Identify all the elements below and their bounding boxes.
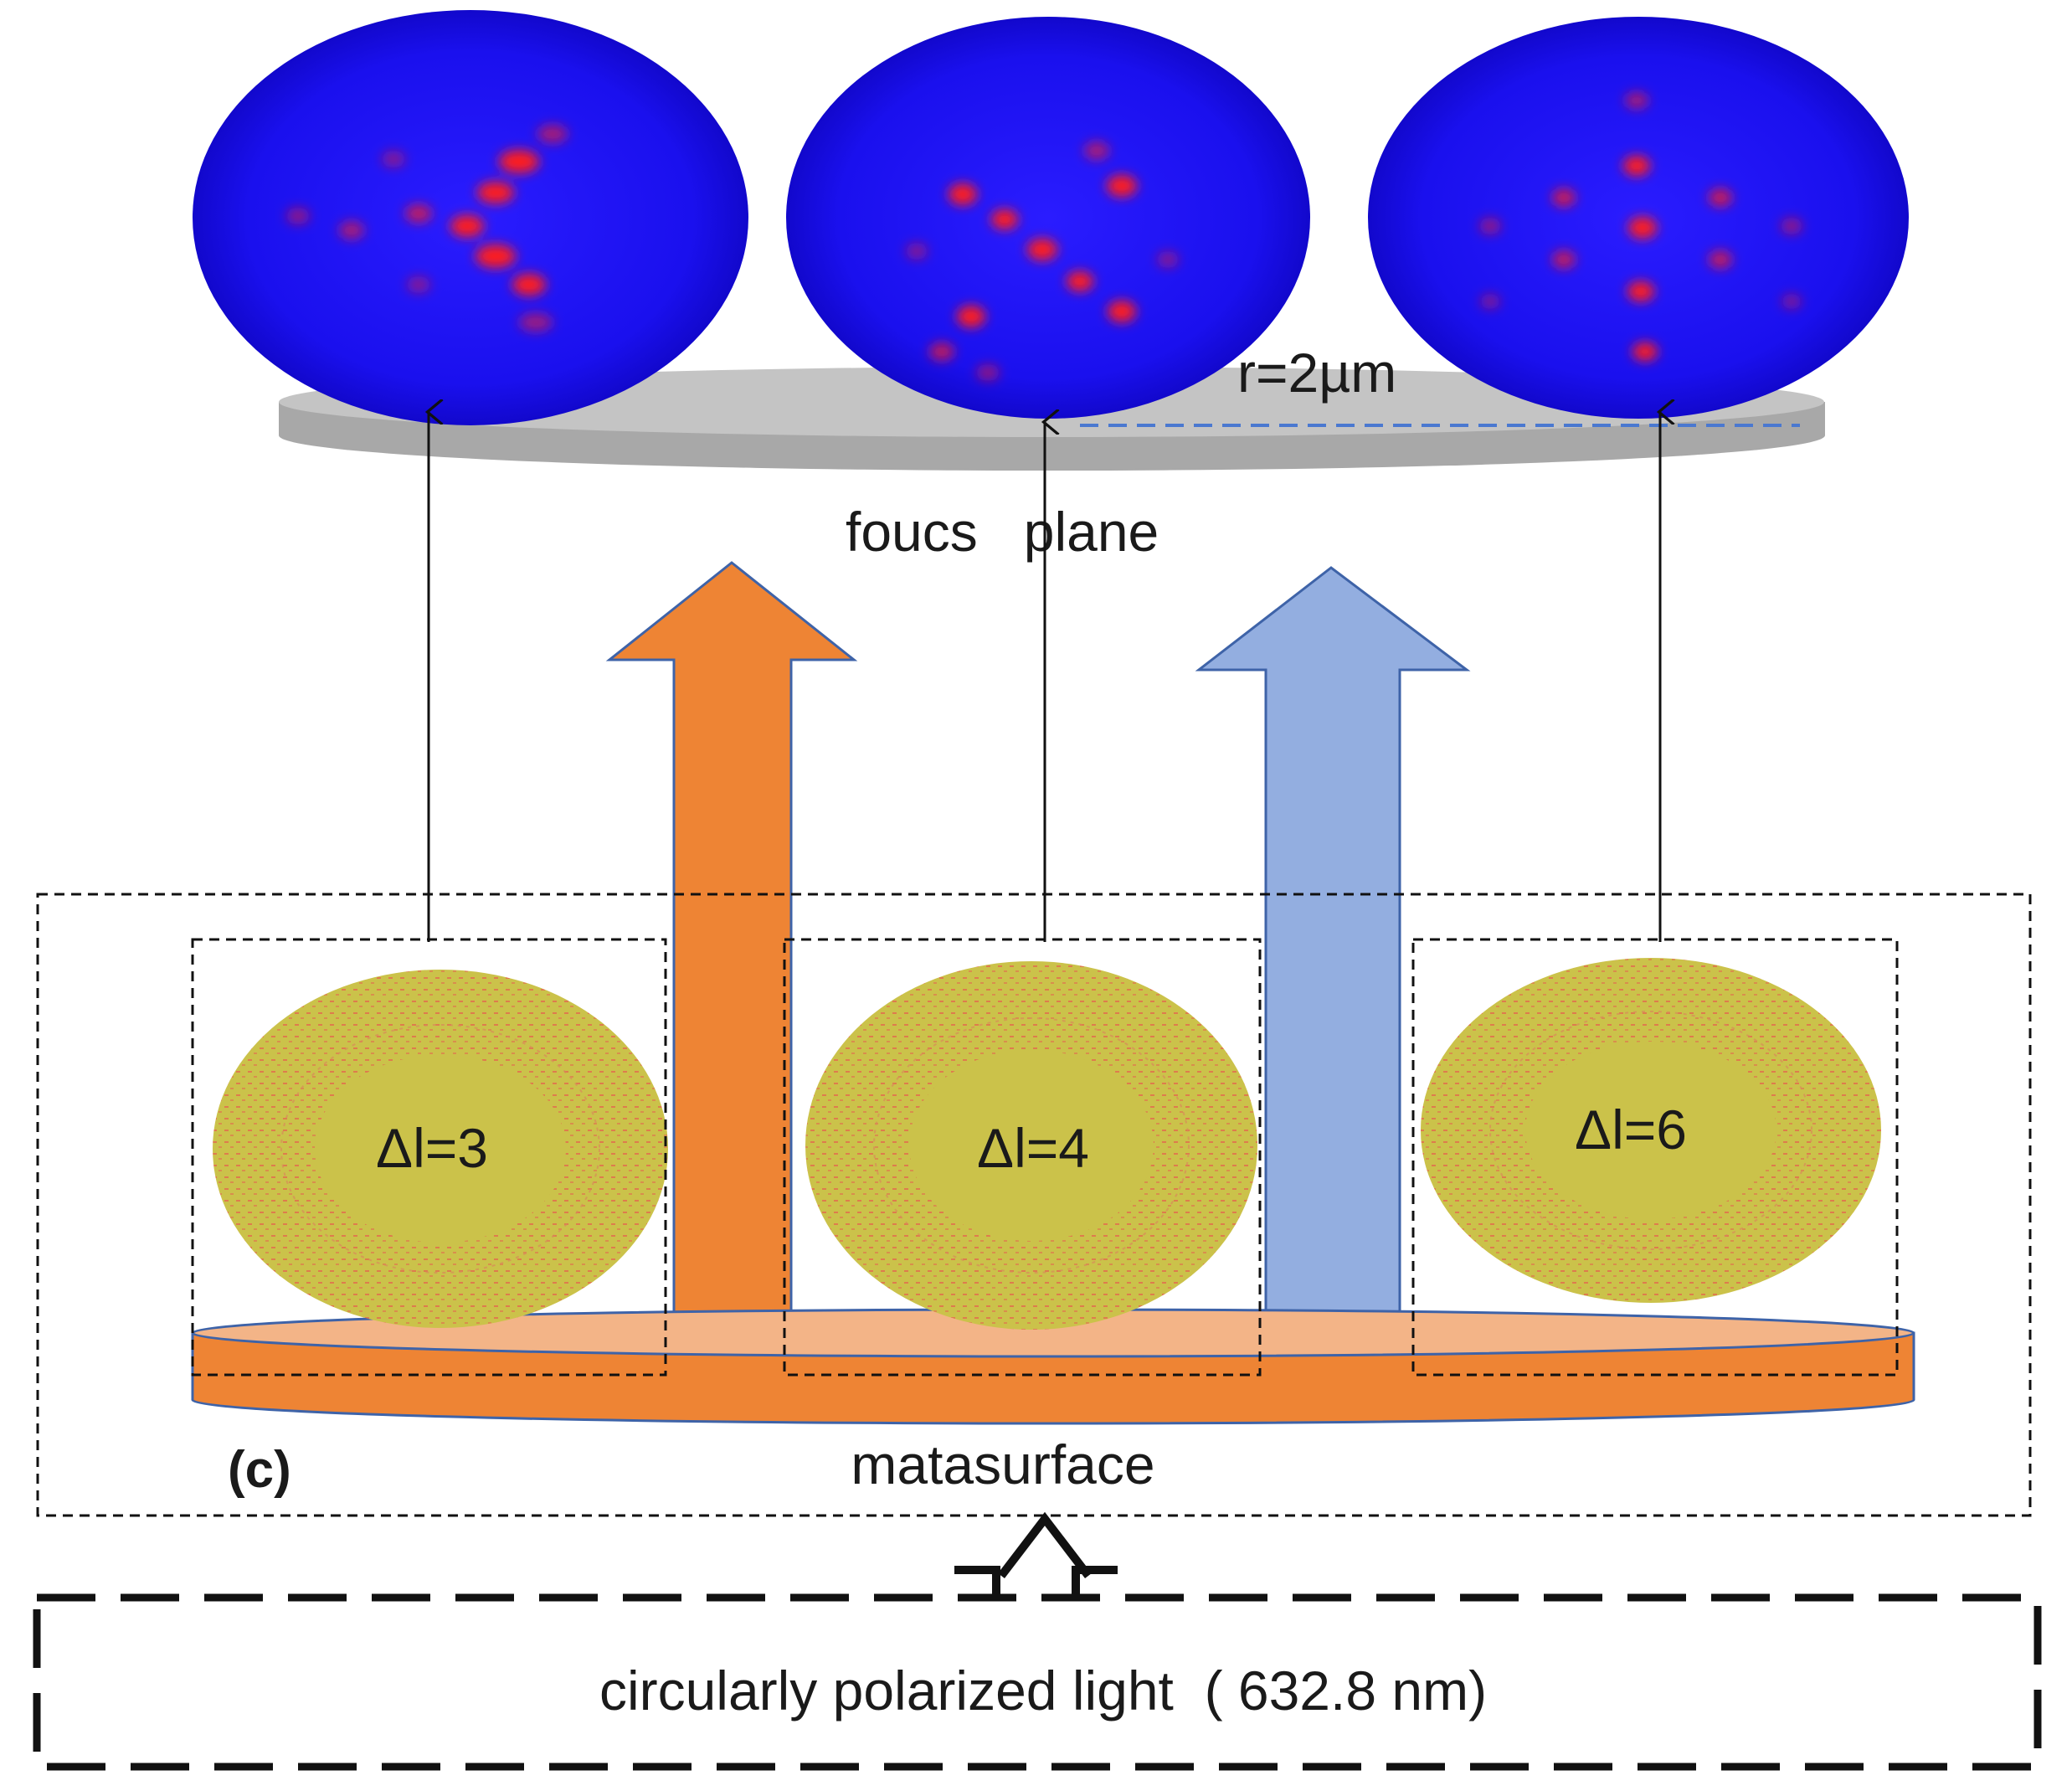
light-direction-arrow xyxy=(954,1511,1118,1595)
blue-arrow xyxy=(1195,566,1471,1325)
unit-cell-1 xyxy=(213,970,668,1328)
metasurface-frame xyxy=(36,893,2032,1517)
focal-disk-1 xyxy=(193,10,748,425)
metasurface-label: matasurface xyxy=(851,1433,1154,1495)
light-source-label: circularly polarized light ( 632.8 nm) xyxy=(599,1660,1487,1722)
focus-plane-label: foucs plane xyxy=(846,501,1159,563)
delta-l-label-2: Δl=4 xyxy=(977,1117,1089,1179)
unit-box-2 xyxy=(783,938,1262,1377)
unit-box-3 xyxy=(1411,938,1899,1377)
delta-l-label-3: Δl=6 xyxy=(1575,1099,1687,1161)
metasurface-slab xyxy=(191,1308,1915,1425)
unit-cell-2 xyxy=(805,961,1257,1330)
unit-cell-3 xyxy=(1421,958,1881,1303)
focal-disk-3 xyxy=(1368,17,1909,419)
panel-label: (c) xyxy=(228,1441,291,1499)
radius-label: r=2µm xyxy=(1237,342,1396,404)
focal-intensity-maps xyxy=(193,10,1909,425)
orange-arrow xyxy=(605,561,858,1325)
delta-l-label-1: Δl=3 xyxy=(376,1117,488,1179)
focal-disk-2 xyxy=(786,17,1310,419)
